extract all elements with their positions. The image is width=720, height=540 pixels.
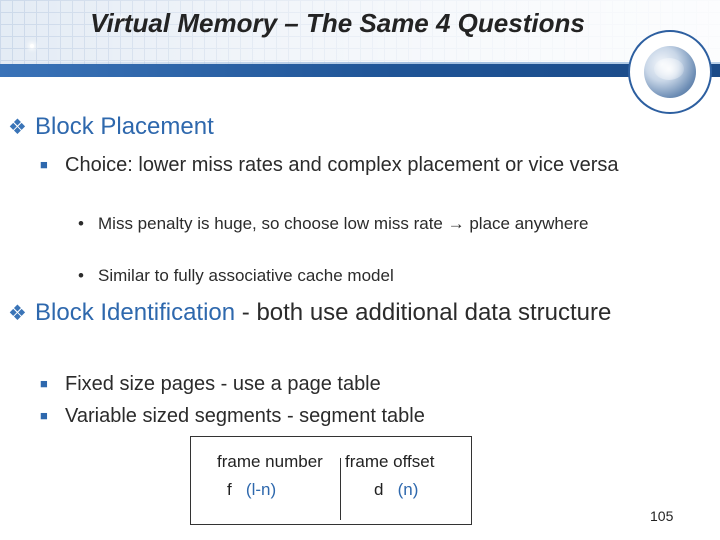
frame-offset-width: (n) xyxy=(397,480,419,499)
square-bullet-icon: ■ xyxy=(40,408,48,423)
frame-number-field: f (l-n) xyxy=(227,480,276,500)
section-block-placement: ❖ Block Placement xyxy=(8,110,688,144)
diamond-cluster-icon: ❖ xyxy=(8,116,27,139)
frame-number-symbol: f xyxy=(227,480,232,499)
sparkle-decoration xyxy=(118,18,122,22)
page-number: 105 xyxy=(650,508,674,524)
bullet-item: ■ Variable sized segments - segment table xyxy=(40,404,685,428)
right-arrow-icon: → xyxy=(447,214,465,233)
section-heading-rest: - both use additional data structure xyxy=(235,299,612,326)
address-field-divider xyxy=(340,458,341,520)
header-blue-bar xyxy=(0,64,720,77)
section-block-identification: ❖ Block Identification - both use additio… xyxy=(8,296,688,330)
sub-bullet-text: Miss penalty is huge, so choose low miss… xyxy=(98,214,588,233)
bullet-item: ■ Fixed size pages - use a page table xyxy=(40,372,685,396)
sub-bullet-item: • Miss penalty is huge, so choose low mis… xyxy=(78,213,658,234)
sub-bullet-text-part: place anywhere xyxy=(464,214,589,233)
header-fade xyxy=(0,0,720,70)
section-heading: Block Identification xyxy=(35,299,236,326)
globe-inner xyxy=(644,46,696,98)
bullet-text: Variable sized segments - segment table xyxy=(65,405,425,427)
address-format-box xyxy=(190,436,472,525)
frame-offset-field: d (n) xyxy=(374,480,418,500)
slide-title: Virtual Memory – The Same 4 Questions xyxy=(90,8,585,38)
bullet-text: Fixed size pages - use a page table xyxy=(65,373,381,395)
dot-bullet-icon: • xyxy=(78,214,84,233)
bullet-text: Choice: lower miss rates and complex pla… xyxy=(65,154,619,176)
section-heading: Block Placement xyxy=(35,113,214,140)
sub-bullet-text: Similar to fully associative cache model xyxy=(98,266,394,285)
diamond-cluster-icon: ❖ xyxy=(8,302,27,325)
frame-number-width: (l-n) xyxy=(245,480,277,499)
square-bullet-icon: ■ xyxy=(40,157,48,172)
frame-offset-symbol: d xyxy=(374,480,384,499)
sub-bullet-text-part: Miss penalty is huge, so choose low miss… xyxy=(98,214,448,233)
dot-bullet-icon: • xyxy=(78,266,84,285)
header-highlight-bar xyxy=(0,62,720,65)
frame-offset-label: frame offset xyxy=(345,452,435,471)
frame-number-label: frame number xyxy=(217,452,323,471)
sparkle-decoration xyxy=(30,44,34,48)
globe-icon xyxy=(628,30,712,114)
square-bullet-icon: ■ xyxy=(40,376,48,391)
sub-bullet-item: • Similar to fully associative cache mode… xyxy=(78,265,658,286)
bullet-item: ■ Choice: lower miss rates and complex pl… xyxy=(40,153,685,177)
